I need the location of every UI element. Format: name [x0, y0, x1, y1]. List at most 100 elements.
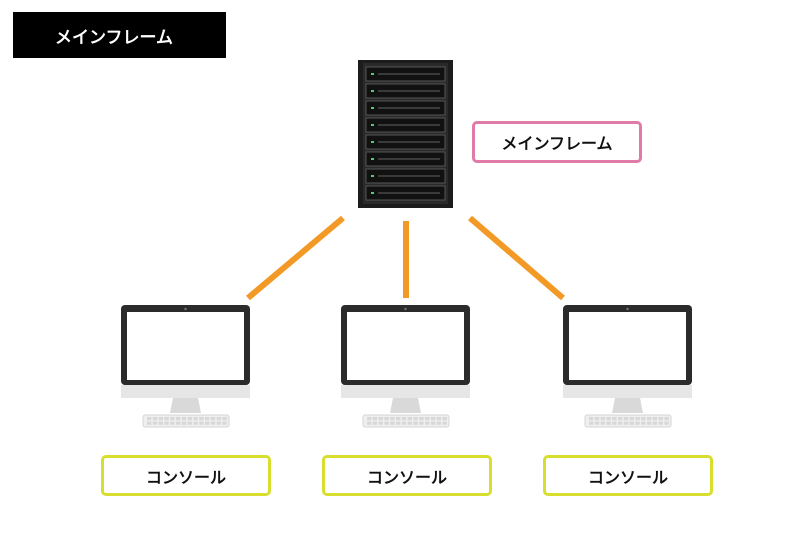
keyboard-key — [396, 421, 401, 425]
console-monitor-icon — [563, 305, 692, 428]
keyboard-key — [378, 421, 383, 425]
keyboard-key — [164, 421, 169, 425]
keyboard-key — [641, 421, 646, 425]
keyboard-key — [210, 417, 216, 421]
camera-dot — [626, 307, 629, 311]
keyboard-key — [442, 417, 447, 421]
keyboard-key — [367, 417, 372, 421]
monitor-stand — [170, 398, 201, 413]
monitor-stand — [390, 398, 421, 413]
keyboard-key — [606, 417, 611, 421]
keyboard-key — [442, 421, 447, 425]
keyboard-key — [652, 417, 658, 421]
keyboard-key — [193, 421, 198, 425]
keyboard-key — [629, 421, 634, 425]
keyboard-key — [367, 421, 372, 425]
rack-slot — [365, 100, 446, 116]
keyboard-key — [594, 421, 600, 425]
keyboard-key — [594, 417, 600, 421]
keyboard-key — [216, 417, 221, 421]
keyboard-key — [629, 417, 634, 421]
keyboard-key — [641, 417, 646, 421]
console-monitor-icon — [341, 305, 470, 428]
keyboard-key — [413, 417, 418, 421]
monitor-stand — [612, 398, 643, 413]
keyboard-key — [635, 421, 640, 425]
monitor-screen — [347, 312, 464, 380]
rack-slot — [365, 185, 446, 201]
mainframe-server-icon — [358, 60, 453, 208]
keyboard-key — [372, 421, 378, 425]
keyboard-key — [612, 417, 617, 421]
keyboard-key — [176, 417, 181, 421]
console-monitor-icon — [121, 305, 250, 428]
camera-dot — [184, 307, 187, 311]
keyboard-key — [170, 417, 175, 421]
keyboard-key — [205, 421, 210, 425]
keyboard-key — [589, 417, 594, 421]
keyboard — [584, 414, 672, 428]
keyboard-key — [407, 417, 412, 421]
rack-slots — [365, 66, 446, 201]
keyboard-key — [181, 421, 187, 425]
keyboard-key — [187, 421, 192, 425]
rack-slot — [365, 66, 446, 82]
keyboard-key — [384, 421, 389, 425]
keyboard-key — [193, 417, 198, 421]
keyboard-key — [378, 417, 383, 421]
keyboard-key — [647, 421, 652, 425]
keyboard-key — [210, 421, 216, 425]
monitor-chin — [341, 385, 470, 398]
rack-slot — [365, 117, 446, 133]
keyboard-key — [600, 421, 605, 425]
keyboard-key — [430, 417, 436, 421]
keyboard-key — [147, 417, 152, 421]
keyboard-key — [606, 421, 611, 425]
keyboard-key — [413, 421, 418, 425]
keyboard-key — [652, 421, 658, 425]
monitor-chin — [121, 385, 250, 398]
rack-slot — [365, 151, 446, 167]
monitor-screen — [569, 312, 686, 380]
keyboard-key — [600, 417, 605, 421]
connections — [246, 215, 565, 301]
keyboard-key — [199, 417, 204, 421]
keyboard-key — [181, 417, 187, 421]
keyboard-key — [430, 421, 436, 425]
keyboard-key — [384, 417, 389, 421]
keyboard-key — [658, 421, 663, 425]
page-title: メインフレーム — [13, 12, 226, 58]
keyboard-key — [158, 421, 163, 425]
monitor-chin — [563, 385, 692, 398]
keyboard-key — [419, 417, 424, 421]
keyboard-key — [158, 417, 163, 421]
keyboard — [362, 414, 450, 428]
keyboard-key — [372, 417, 378, 421]
keyboard-key — [390, 421, 395, 425]
keyboard-key — [199, 421, 204, 425]
keyboard — [142, 414, 230, 428]
keyboard-key — [396, 417, 401, 421]
connection-line-right — [468, 215, 565, 301]
keyboard-key — [205, 417, 210, 421]
keyboard-key — [425, 421, 430, 425]
keyboard-key — [407, 421, 412, 425]
keyboard-key — [635, 417, 640, 421]
rack-slot — [365, 168, 446, 184]
keyboard-key — [612, 421, 617, 425]
camera-dot — [404, 307, 407, 311]
rack-slot — [365, 83, 446, 99]
keyboard-key — [152, 421, 158, 425]
keyboard-key — [164, 417, 169, 421]
keyboard-key — [658, 417, 663, 421]
keyboard-key — [436, 421, 441, 425]
keyboard-key — [170, 421, 175, 425]
mainframe-label: メインフレーム — [472, 121, 642, 163]
console-label-1: コンソール — [101, 455, 271, 496]
keyboard-key — [152, 417, 158, 421]
keyboard-key — [401, 417, 407, 421]
keyboard-key — [436, 417, 441, 421]
keyboard-key — [222, 421, 227, 425]
keyboard-key — [425, 417, 430, 421]
